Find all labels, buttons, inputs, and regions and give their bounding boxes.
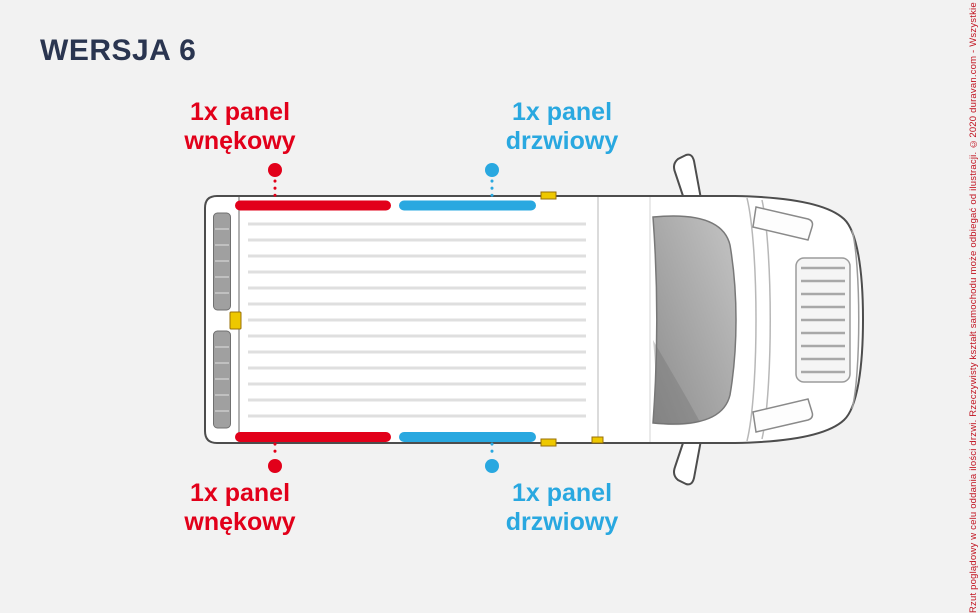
annotation-panel-wnekowy-top: 1x panel wnękowy	[184, 98, 296, 155]
panel-drzwiowy-bottom-strip	[399, 432, 536, 442]
leader-bottom-right	[485, 442, 499, 473]
panel-wnekowy-top-strip	[235, 200, 391, 211]
hood-line-1	[746, 197, 757, 442]
windshield-shade	[653, 340, 700, 426]
cargo-floor-stripes	[248, 222, 586, 418]
page-title: WERSJA 6	[40, 34, 197, 67]
front-bumper-line	[851, 229, 860, 410]
rear-doors	[213, 197, 242, 442]
grille	[795, 257, 851, 383]
headlight-bottom	[752, 398, 814, 433]
windshield	[652, 215, 737, 425]
mirror-top-icon	[673, 153, 703, 200]
annotation-panel-drzwiowy-top: 1x panel drzwiowy	[505, 98, 619, 155]
leader-top-left	[268, 163, 282, 201]
panel-wnekowy-bottom-strip	[235, 432, 391, 442]
copyright-watermark: Rzut poglądowy w celu oddania ilości drz…	[968, 0, 979, 613]
van-body	[204, 153, 865, 486]
mirror-bottom-icon	[673, 439, 703, 486]
panel-drzwiowy-top-strip	[399, 200, 536, 211]
headlight-top	[752, 206, 814, 241]
leader-bottom-left	[268, 442, 282, 473]
leader-top-right	[485, 163, 499, 201]
rear-hinge-marker	[229, 311, 242, 330]
hinge-marker-bottom-2	[591, 436, 604, 444]
annotation-panel-wnekowy-bottom: 1x panel wnękowy	[184, 479, 296, 536]
hinge-marker-bottom	[540, 438, 557, 447]
hinge-marker-top	[540, 191, 557, 200]
annotation-panel-drzwiowy-bottom: 1x panel drzwiowy	[505, 479, 619, 536]
